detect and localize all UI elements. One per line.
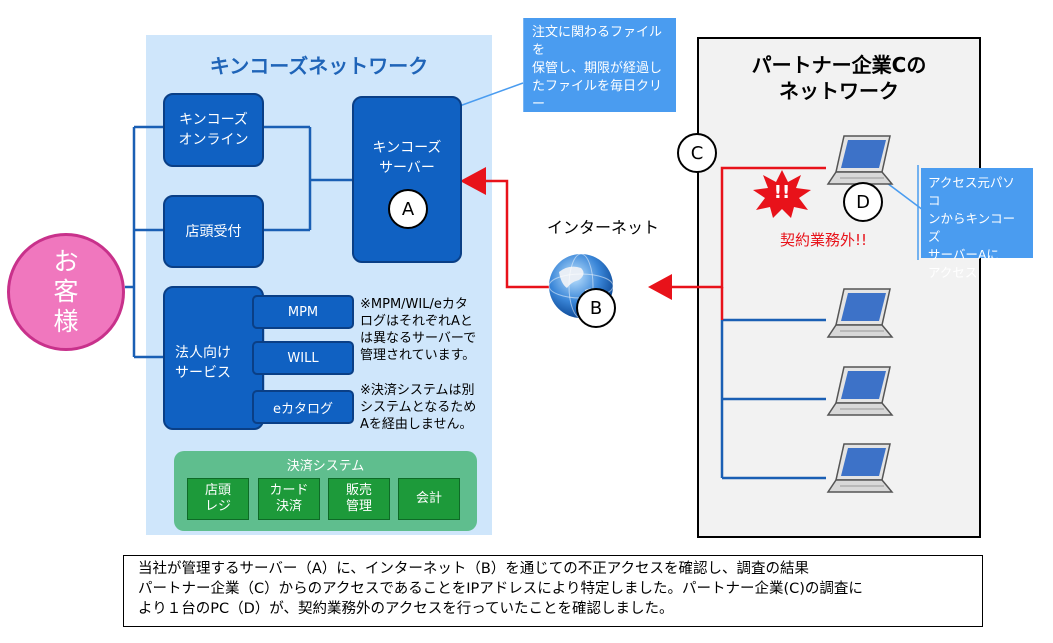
payment-note-line: システムとなるため bbox=[360, 400, 477, 415]
access-note-line: アクセス bbox=[928, 265, 978, 280]
summary-line: パートナー企業（C）からのアクセスであることをIPアドレスにより特定しました。パ… bbox=[138, 581, 863, 597]
kincos-network-title: キンコーズネットワーク bbox=[209, 54, 429, 78]
server-label-2: サーバー bbox=[379, 160, 435, 176]
services-note: ※MPM/WIL/eカタ ログはそれぞれAと は異なるサーバーで 管理されていま… bbox=[360, 296, 500, 364]
service-will: WILL bbox=[252, 341, 354, 375]
arrow-to-internet bbox=[648, 274, 672, 300]
arrow-to-server bbox=[460, 167, 486, 195]
laptop-icon bbox=[826, 288, 894, 338]
payment-item-line: 販売 bbox=[345, 483, 372, 498]
store-label: 店頭受付 bbox=[185, 223, 242, 240]
payment-item-line: カード bbox=[269, 483, 309, 498]
services-note-line: は異なるサーバーで bbox=[360, 331, 477, 346]
corporate-services-box: 法人向け サービス bbox=[163, 286, 264, 430]
payment-note-line: Aを経由しません。 bbox=[360, 417, 473, 432]
customer-label-3: 様 bbox=[53, 307, 79, 336]
payment-item-line: 管理 bbox=[345, 499, 372, 514]
corporate-label-2: サービス bbox=[175, 365, 231, 381]
marker-a: A bbox=[388, 189, 428, 229]
services-note-line: ※MPM/WIL/eカタ bbox=[360, 297, 468, 312]
summary-box: 当社が管理するサーバー（A）に、インターネット（B）を通じての不正アクセスを確認… bbox=[123, 555, 983, 627]
payment-item-line: レジ bbox=[204, 499, 231, 514]
server-note-line: ニングしています。 bbox=[532, 115, 648, 130]
access-note-line: ンからキンコーズ bbox=[928, 211, 1016, 244]
warning-text: 契約業務外!! bbox=[780, 231, 868, 249]
partner-title-line-2: ネットワーク bbox=[779, 79, 899, 103]
payment-item-line: 店頭 bbox=[204, 483, 231, 498]
service-mpm: MPM bbox=[252, 295, 354, 329]
access-note: アクセス元パソコ ンからキンコーズ サーバーAに アクセス bbox=[921, 168, 1033, 280]
marker-b: B bbox=[576, 288, 616, 328]
partner-access-line bbox=[668, 166, 826, 289]
warning-burst-icon bbox=[753, 170, 811, 218]
marker-d: D bbox=[843, 182, 883, 222]
laptop-icon bbox=[826, 366, 894, 416]
marker-c: C bbox=[677, 133, 717, 173]
payment-item-register: 店頭レジ bbox=[187, 478, 249, 520]
kincos-server-box: キンコーズ サーバー bbox=[352, 96, 462, 263]
payment-item-line: 会計 bbox=[415, 491, 442, 506]
laptop-icon bbox=[826, 443, 894, 493]
laptop-icon bbox=[826, 135, 894, 185]
payment-note-line: ※決済システムは別 bbox=[360, 383, 475, 398]
server-label-1: キンコーズ bbox=[372, 140, 442, 156]
partner-network-region bbox=[697, 37, 981, 538]
access-note-line: サーバーAに bbox=[928, 247, 999, 262]
partner-network-title: パートナー企業Cの ネットワーク bbox=[697, 52, 981, 104]
kincos-online-box: キンコーズ オンライン bbox=[163, 93, 264, 167]
payment-item-line: 決済 bbox=[275, 499, 302, 514]
store-reception-box: 店頭受付 bbox=[163, 195, 264, 268]
customer-label-1: お bbox=[53, 247, 79, 276]
server-note-line: 注文に関わるファイルを bbox=[532, 25, 663, 58]
customer-node: お 客 様 bbox=[7, 233, 125, 351]
payment-item-accounting: 会計 bbox=[398, 478, 460, 520]
summary-line: 当社が管理するサーバー（A）に、インターネット（B）を通じての不正アクセスを確認… bbox=[138, 561, 810, 577]
services-note-line: 管理されています。 bbox=[360, 348, 476, 363]
server-note-line: たファイルを毎日クリー bbox=[532, 79, 663, 112]
access-note-line: アクセス元パソコ bbox=[928, 175, 1015, 208]
online-label-2: オンライン bbox=[178, 132, 249, 148]
payment-item-sales: 販売管理 bbox=[328, 478, 390, 520]
warning-symbol: !! bbox=[773, 181, 791, 203]
services-note-line: ログはそれぞれAと bbox=[360, 314, 473, 329]
online-label-1: キンコーズ bbox=[179, 112, 248, 128]
summary-line: より１台のPC（D）が、契約業務外のアクセスを行っていたことを確認しました。 bbox=[138, 601, 674, 617]
corporate-label-1: 法人向け bbox=[175, 345, 231, 361]
internet-label: インターネット bbox=[547, 218, 660, 237]
server-note: 注文に関わるファイルを 保管し、期限が経過し たファイルを毎日クリー ニングして… bbox=[524, 18, 676, 130]
payment-note: ※決済システムは別 システムとなるため Aを経由しません。 bbox=[360, 382, 500, 433]
service-ecatalog: eカタログ bbox=[252, 390, 354, 424]
customer-label-2: 客 bbox=[53, 277, 79, 306]
payment-item-card: カード決済 bbox=[258, 478, 320, 520]
server-note-line: 保管し、期限が経過し bbox=[532, 61, 663, 76]
payment-system-title: 決済システム bbox=[286, 459, 365, 474]
internet-access-line bbox=[484, 179, 560, 289]
partner-title-line-1: パートナー企業Cの bbox=[751, 53, 927, 77]
